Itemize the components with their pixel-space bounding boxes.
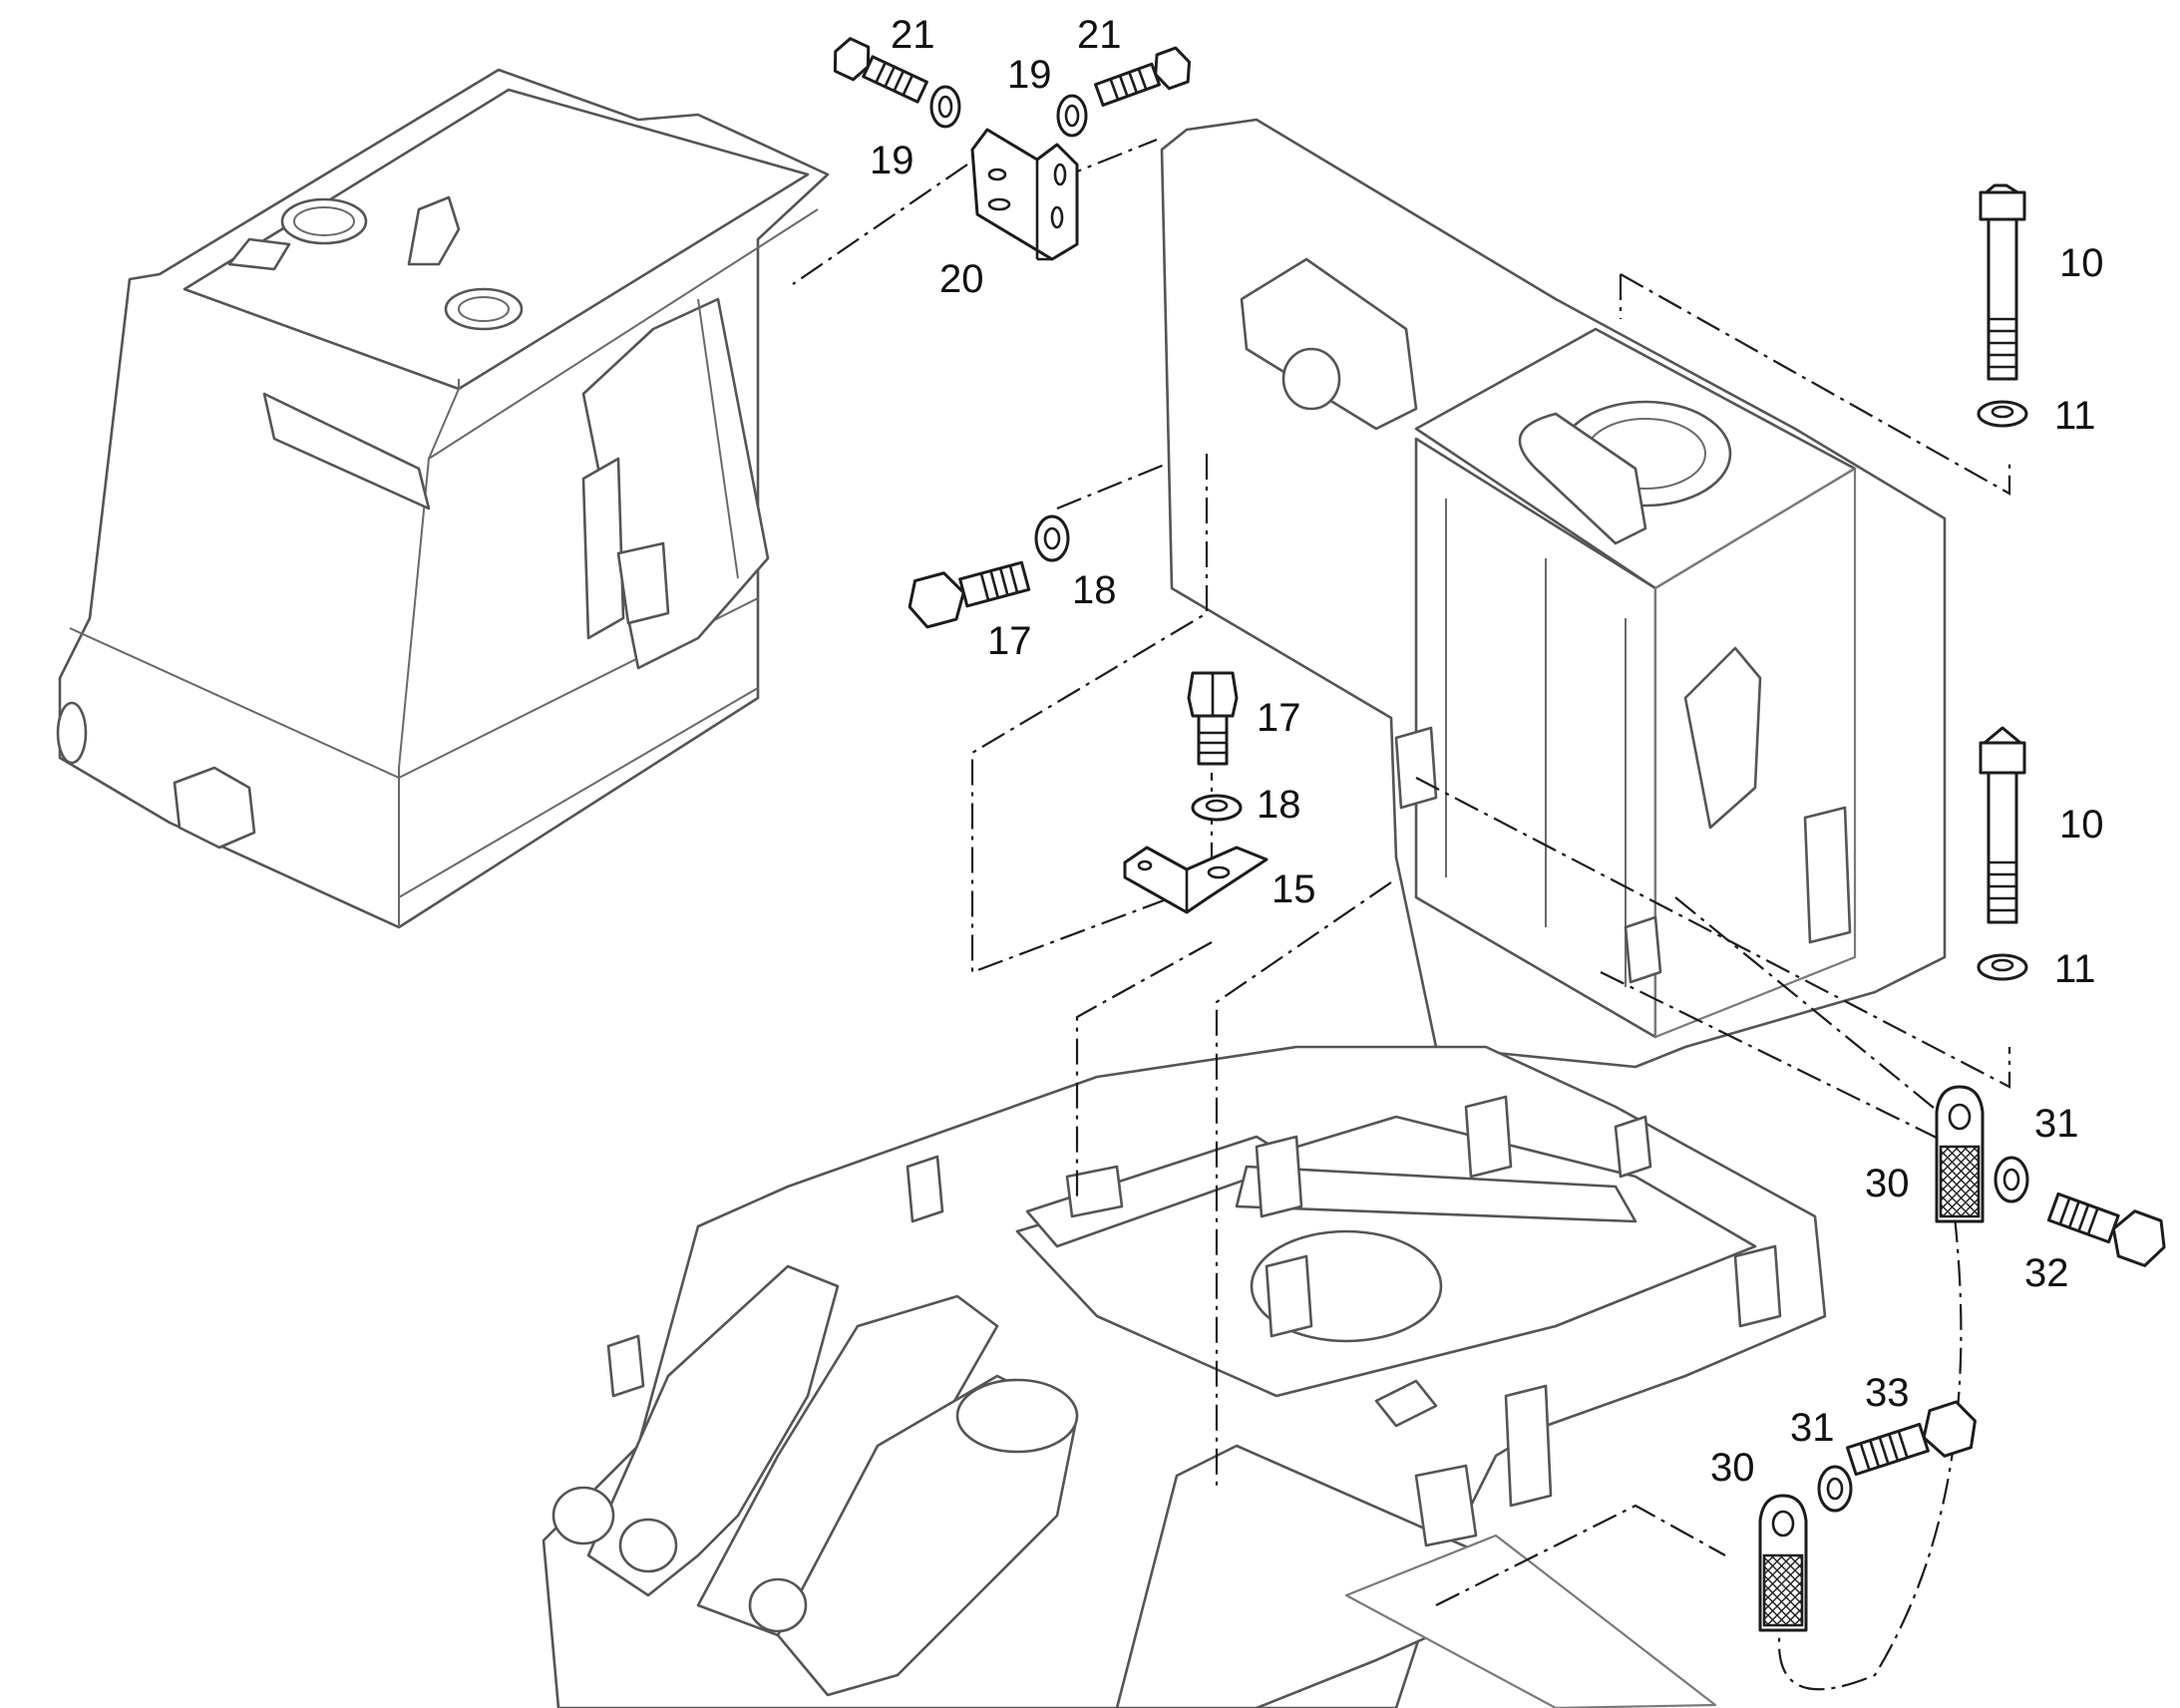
washer-31-upper [1994, 1156, 2029, 1203]
plate-30-upper [1935, 1085, 1985, 1223]
callout-31-lower: 31 [1790, 1406, 1835, 1450]
bolt-32 [2046, 1192, 2166, 1267]
bolt-21-right [1094, 46, 1192, 107]
bolt-33 [1845, 1400, 1977, 1477]
washer-18-upper [1034, 514, 1070, 562]
callout-30-upper: 30 [1865, 1162, 1910, 1205]
callout-11-lower: 11 [2054, 947, 2096, 991]
callout-15: 15 [1272, 867, 1316, 911]
washer-19-right [1056, 94, 1088, 138]
chassis-assembly [542, 1045, 1827, 1708]
callout-10-upper: 10 [2059, 241, 2104, 285]
callout-17-horizontal: 17 [987, 619, 1032, 663]
tank-frame-assembly [1160, 118, 1947, 1069]
callout-18-lower: 18 [1257, 783, 1301, 827]
callout-18-upper: 18 [1072, 568, 1117, 612]
callout-20: 20 [939, 257, 984, 301]
callout-19-left: 19 [870, 139, 914, 182]
bolt-17-horizontal [908, 560, 1031, 629]
washer-11-lower [1977, 953, 2028, 981]
plate-30-lower [1758, 1494, 1808, 1632]
hood-assembly [56, 68, 830, 929]
callout-10-lower: 10 [2059, 803, 2104, 847]
callout-32: 32 [2024, 1251, 2069, 1295]
callout-21-right: 21 [1077, 13, 1122, 57]
washer-19-left [929, 85, 961, 129]
callout-30-lower: 30 [1710, 1446, 1755, 1490]
callout-21-left: 21 [891, 13, 935, 57]
callout-33: 33 [1865, 1371, 1910, 1415]
callout-31-upper: 31 [2034, 1102, 2079, 1146]
bracket-15 [1123, 846, 1269, 914]
washer-31-lower [1817, 1465, 1853, 1513]
bolt-10-lower [1979, 726, 2026, 924]
washer-11-upper [1977, 400, 2028, 428]
callout-17-vertical: 17 [1257, 696, 1301, 740]
callout-labels: 21 21 19 19 20 10 11 18 17 17 18 15 10 1… [870, 13, 2104, 1490]
callout-11-upper: 11 [2054, 394, 2096, 438]
bolt-21-left [833, 37, 928, 104]
bolt-17-vertical [1187, 671, 1239, 766]
bolt-10-upper [1979, 183, 2026, 381]
callout-19-right: 19 [1007, 53, 1052, 97]
bracket-20 [970, 128, 1079, 261]
washer-18-lower [1191, 794, 1243, 822]
